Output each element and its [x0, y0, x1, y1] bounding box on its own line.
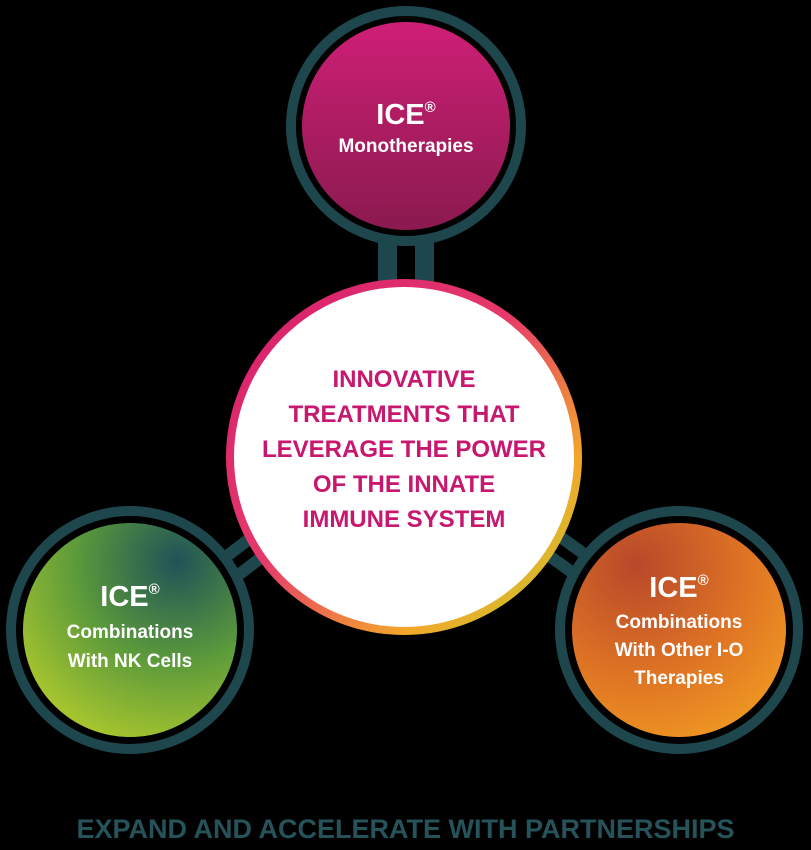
- center-line-5: IMMUNE SYSTEM: [303, 506, 506, 533]
- node-top-disc: [302, 22, 510, 230]
- node-right-line-1: Combinations: [616, 612, 743, 633]
- center-line-1: INNOVATIVE: [332, 366, 475, 393]
- center-hub-disc: [234, 287, 574, 627]
- node-left-disc: [23, 523, 237, 737]
- node-left-title: ICE®: [100, 581, 159, 613]
- connector-top-inner: [397, 236, 415, 286]
- node-right-disc: [572, 523, 786, 737]
- node-right-line-2: With Other I-O: [615, 640, 744, 661]
- node-monotherapies: ICE® Monotherapies: [286, 6, 526, 246]
- center-line-3: LEVERAGE THE POWER: [262, 436, 546, 463]
- footer-tagline: EXPAND AND ACCELERATE WITH PARTNERSHIPS: [76, 813, 735, 844]
- node-top-title: ICE®: [376, 99, 435, 131]
- node-right-line-3: Therapies: [634, 668, 724, 689]
- center-hub: INNOVATIVE TREATMENTS THAT LEVERAGE THE …: [226, 279, 582, 635]
- node-combinations-nk: ICE® Combinations With NK Cells: [6, 506, 254, 754]
- node-top-line-1: Monotherapies: [338, 136, 473, 157]
- node-left-line-2: With NK Cells: [68, 651, 192, 672]
- center-line-4: OF THE INNATE: [313, 471, 495, 498]
- node-right-title: ICE®: [649, 572, 708, 604]
- node-left-line-1: Combinations: [67, 622, 194, 643]
- node-combinations-io: ICE® Combinations With Other I-O Therapi…: [555, 506, 803, 754]
- center-line-2: TREATMENTS THAT: [288, 401, 519, 428]
